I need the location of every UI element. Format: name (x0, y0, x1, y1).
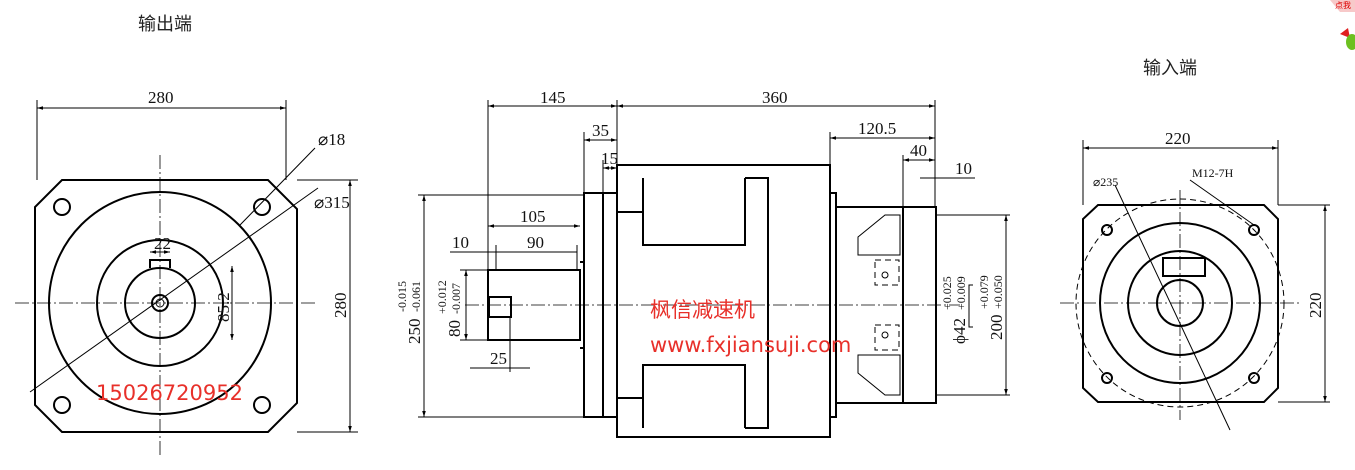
dim-key-height: 85.2 (214, 292, 233, 322)
side-view: 145 360 35 15 120.5 40 10 105 10 90 25 2… (395, 88, 1010, 438)
dim-bore-tol-upper: +0.025 (940, 276, 954, 310)
dim-input-height: 220 (1306, 293, 1325, 319)
dim-35: 35 (592, 121, 609, 140)
dim-145: 145 (540, 88, 566, 107)
input-end-view: 输入端 220 220 ⌀235 M12-7H (1060, 58, 1330, 431)
dim-hole: ⌀18 (318, 130, 345, 149)
dim-40: 40 (910, 141, 927, 160)
watermark: 枫信减速机 www.fxjiansuji.com 15026720952 (96, 298, 851, 405)
dim-input-width: 220 (1165, 129, 1191, 148)
dim-pilot: 200 (987, 315, 1006, 341)
dim-flange-tol-lower: -0.061 (409, 281, 423, 312)
dim-15: 15 (601, 149, 618, 168)
output-end-view: 输出端 280 280 ⌀18 ⌀315 22 85.2 (15, 14, 358, 455)
output-end-title: 输出端 (138, 14, 192, 35)
dim-pilot-tol-upper: +0.079 (977, 275, 991, 309)
dim-flange-tol-upper: -0.015 (395, 281, 409, 312)
dim-25: 25 (490, 349, 507, 368)
dim-360: 360 (762, 88, 788, 107)
dim-height: 280 (331, 293, 350, 319)
dim-key: 22 (154, 234, 171, 253)
dim-shaft: 80 (445, 320, 464, 337)
dim-10: 10 (452, 233, 469, 252)
dim-105: 105 (520, 207, 546, 226)
dim-90: 90 (527, 233, 544, 252)
dim-bore: ϕ42 (950, 318, 969, 344)
dim-thread: M12-7H (1192, 166, 1234, 180)
dim-input-pcd: ⌀235 (1093, 175, 1118, 189)
dim-pilot-tol-lower: +0.050 (991, 275, 1005, 309)
mounting-holes (53, 198, 271, 414)
dim-bore-tol-lower: +0.009 (954, 276, 968, 310)
dim-pcd: ⌀315 (314, 193, 350, 212)
watermark-company: 枫信减速机 (650, 298, 755, 322)
flag-icon (1340, 28, 1350, 38)
watermark-phone: 15026720952 (96, 381, 243, 405)
dim-120-5: 120.5 (858, 119, 896, 138)
mascot-icon (1346, 34, 1355, 50)
output-flange-outline (34, 179, 298, 433)
input-end-title: 输入端 (1143, 58, 1197, 79)
dim-shaft-tol-upper: +0.012 (435, 280, 449, 314)
input-flange-outline (1082, 204, 1279, 403)
dim-width: 280 (148, 88, 174, 107)
dim-10-right: 10 (955, 159, 972, 178)
corner-badge[interactable]: 点我 (1330, 0, 1355, 50)
shaft-tap-hole (488, 296, 512, 318)
corner-badge-text[interactable]: 点我 (1335, 0, 1351, 10)
clamp-screw (1162, 257, 1206, 277)
dim-shaft-tol-lower: -0.007 (449, 283, 463, 314)
dim-flange: 250 (405, 319, 424, 345)
watermark-url: www.fxjiansuji.com (650, 333, 851, 357)
